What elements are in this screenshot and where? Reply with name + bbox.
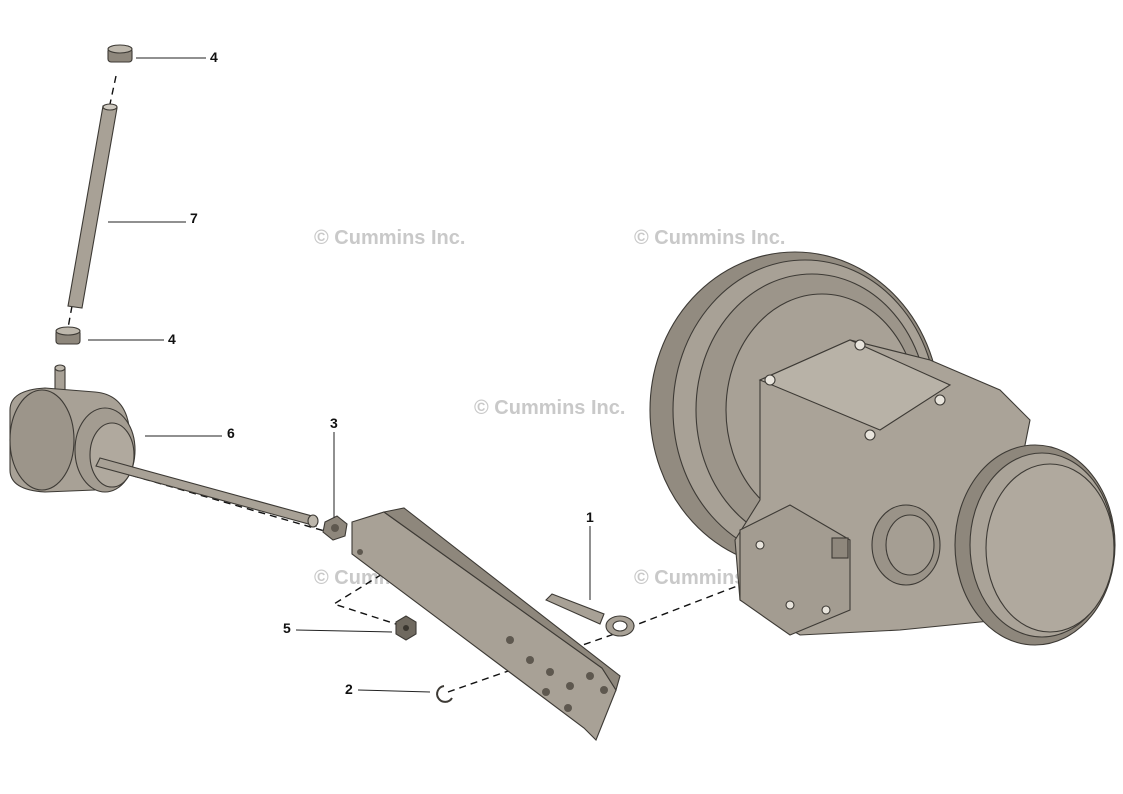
hose-clamp-bottom: [55, 326, 81, 345]
leader-lines: [88, 57, 591, 693]
callout-5: 5: [283, 620, 291, 636]
hex-nut: [322, 515, 348, 541]
hose-clamp-top: [107, 44, 133, 63]
callout-4-top: 4: [210, 49, 218, 65]
callout-1: 1: [586, 509, 594, 525]
callout-3: 3: [330, 415, 338, 431]
watermark-2: © Cummins Inc.: [634, 227, 785, 249]
watermark-3: © Cummins Inc.: [474, 397, 625, 419]
callout-7: 7: [190, 210, 198, 226]
callout-2: 2: [345, 681, 353, 697]
retaining-clip: [436, 685, 453, 703]
watermark-1: © Cummins Inc.: [314, 227, 465, 249]
callout-6: 6: [227, 425, 235, 441]
callout-4-bottom: 4: [168, 331, 176, 347]
flange-nut: [395, 615, 417, 641]
rod-end-pin: [545, 593, 635, 637]
turbocharger-housing: [649, 251, 1116, 646]
actuator-lever: [351, 507, 621, 741]
vacuum-hose: [67, 103, 118, 309]
wastegate-actuator: [9, 364, 319, 528]
